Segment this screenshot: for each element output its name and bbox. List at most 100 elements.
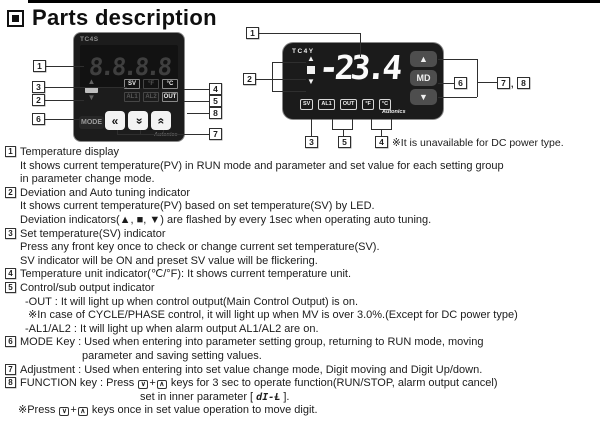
tc4s-mode-key: MODE [79,116,104,129]
callout-8-tc4s: 8 [209,107,222,119]
leader-line [45,119,80,120]
down-key-icon: ∨ [138,380,149,390]
tc4s-down-key: « [128,111,148,130]
item-3-line: SV indicator will be ON and preset SV va… [20,254,318,267]
deviation-square-icon [307,66,315,74]
inner-parameter-code: dI-Ƚ [256,391,281,403]
leader-line [332,119,333,129]
tc4y-display-digits: -23.4 [317,48,401,87]
tc4y-brand-logo: Autonics [382,109,406,115]
callout-8-tc4y: 8 [517,77,530,89]
tc4y-indicator-sv: SV [300,99,314,110]
leader-line [184,89,209,90]
dc-power-note: ※It is unavailable for DC power type. [392,137,564,149]
tc4y-md-key: MD [410,70,437,86]
tc4s-indicator-row-1: SV°F°C [124,79,178,89]
callout-5-tc4y: 5 [338,136,351,148]
leader-line [343,129,344,136]
section-heading: Parts description [7,5,217,31]
tc4y-indicator-al1: AL1 [318,99,335,110]
tc4s-display-digits: 8.8.8.8 [87,52,171,81]
deviation-bar-icon [85,87,98,93]
callout-2-tc4y: 2 [243,73,256,85]
leader-line [117,134,209,135]
leader-line [272,91,306,92]
deviation-down-icon: ▼ [87,93,96,102]
item-number: 4 [5,268,16,280]
up-key-icon: ∧ [156,380,167,390]
tc4s-display: 8.8.8.8 [80,45,178,88]
tc4s-indicator-al2: AL2 [143,92,159,102]
item-number: 5 [5,281,16,293]
leader-line [272,62,306,63]
callout-5-tc4s: 5 [209,95,222,107]
item-2-line: It shows current temperature(PV) based o… [20,200,375,213]
callout-separator: , [511,79,514,89]
leader-line [352,119,353,129]
tc4s-model-label: TC4S [80,36,99,43]
page-title: Parts description [32,5,217,30]
leader-line [272,79,306,80]
leader-line [332,129,353,130]
double-chevron-left-icon: « [111,113,119,128]
item-3-line: Press any front key once to check or cha… [20,241,380,254]
item-2-line: Deviation indicators(▲, ■, ▼) are flashe… [20,213,432,226]
tc4y-up-key: ▲ [410,51,437,67]
tc4y-key-column: ▲ MD ▼ [410,51,437,105]
leader-line [477,82,497,83]
callout-4-tc4y: 4 [375,136,388,148]
tc4s-deviation-indicator: ▲ ▼ [84,78,99,102]
leader-line [184,101,209,102]
item-8-line: set in inner parameter [ dI-Ƚ ]. [140,390,290,403]
tc4s-brand-logo: Autonics [154,132,178,138]
item-number: 2 [5,186,16,198]
square-bullet-icon [7,9,24,27]
callout-4-tc4s: 4 [209,83,222,95]
item-number: 3 [5,227,16,239]
leader-line [45,87,127,88]
leader-line [438,97,477,98]
page-top-rule [28,0,600,3]
item-8-line: ※Press ∨+∧ keys once in set value operat… [18,404,318,417]
leader-line [371,119,372,129]
leader-line [187,113,209,114]
leader-line [391,119,392,129]
leader-line [381,129,382,136]
tc4y-indicator-out: OUT [339,99,358,110]
tc4y-deviation-indicator: ▲ ▼ [305,54,317,86]
callout-6-tc4y: 6 [454,77,467,89]
item-5-line: -OUT : It will light up when control out… [25,295,358,308]
leader-line [438,83,454,84]
item-number: 6 [5,336,16,348]
deviation-down-icon: ▼ [307,77,315,86]
callout-2-tc4s: 2 [32,94,45,106]
deviation-up-icon: ▲ [307,54,315,63]
item-5-line: -AL1/AL2 : It will light up when alarm o… [25,322,319,335]
double-chevron-down-icon: « [131,117,145,124]
item-number: 1 [5,146,16,157]
leader-line [477,59,478,97]
item-1-line: in parameter change mode. [20,173,155,186]
tc4s-digit-shift-key: « [105,111,125,130]
deviation-up-icon: ▲ [87,77,96,86]
tc4s-indicator-out: OUT [162,92,178,102]
tc4s-indicator-sv: SV [124,79,140,89]
double-chevron-up-icon: « [154,117,168,124]
tc4s-indicator-al1: AL1 [124,92,140,102]
leader-line [117,130,118,134]
callout-3-tc4s: 3 [32,81,45,93]
callout-1-tc4s: 1 [33,60,46,72]
callout-3-tc4y: 3 [305,136,318,148]
callout-1-tc4y: 1 [246,27,259,39]
tc4y-down-key: ▼ [410,89,437,105]
up-key-icon: ∧ [77,407,88,417]
down-key-icon: ∨ [59,407,70,417]
